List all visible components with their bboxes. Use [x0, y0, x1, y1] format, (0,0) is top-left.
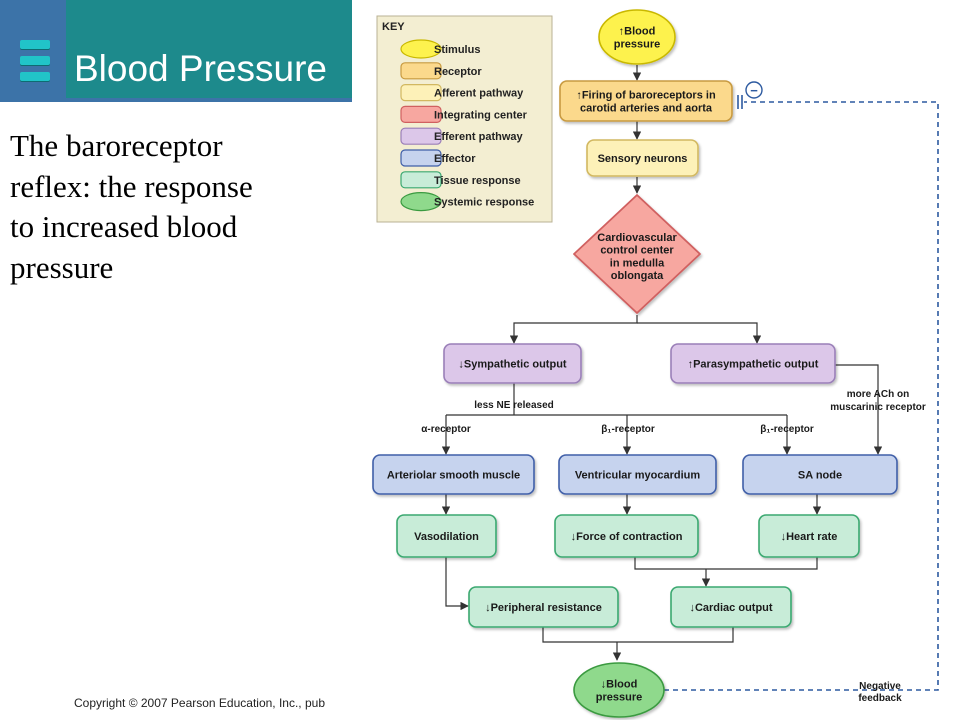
node-vasodilation-label: Vasodilation [414, 531, 479, 543]
node-receptor-label: ↑Firing of baroreceptors in [576, 90, 716, 102]
negative-feedback-label: Negative [859, 681, 901, 692]
node-receptor-label: carotid arteries and aorta [580, 102, 713, 114]
node-sympathetic: ↓Sympathetic output [443, 343, 582, 384]
title-bar-tab [0, 0, 66, 100]
node-ventricular: Ventricular myocardium [558, 454, 717, 495]
node-stimulus-label: ↑Blood [619, 26, 656, 38]
slide-title: Blood Pressure [74, 48, 327, 89]
legend-swatch [400, 127, 442, 145]
node-arteriolar-shape [372, 454, 535, 495]
negative-feedback-label: feedback [858, 693, 902, 704]
node-afferent: Sensory neurons [586, 139, 699, 177]
legend-item-label: Stimulus [434, 44, 480, 56]
node-heart_rate-shape [758, 514, 860, 558]
beta1-receptor-label: β₁-receptor [760, 424, 814, 435]
node-integrating-label: control center [600, 245, 674, 257]
node-sa_node: SA node [742, 454, 898, 495]
inhibit-symbol: − [750, 83, 758, 98]
node-peripheral: ↓Peripheral resistance [468, 586, 619, 628]
connector-arrow [634, 557, 818, 570]
legend-item-label: Systemic response [434, 197, 534, 209]
connector-arrow [509, 315, 638, 344]
node-integrating-label: Cardiovascular [597, 232, 677, 244]
legend-swatch [400, 171, 442, 189]
negative-feedback-loop [664, 101, 939, 691]
slide-description: The baroreceptor reflex: the response to… [10, 128, 253, 285]
connector-arrow [637, 322, 762, 344]
node-cardiac: ↓Cardiac output [670, 586, 792, 628]
less-ne-released-label: less NE released [474, 400, 554, 411]
node-heart_rate-label: ↓Heart rate [781, 531, 838, 543]
node-sympathetic-shape [443, 343, 582, 384]
node-force: ↓Force of contraction [554, 514, 699, 558]
node-peripheral-shape [468, 586, 619, 628]
alpha-receptor-label: α-receptor [421, 424, 471, 435]
connector-arrow [445, 557, 469, 611]
node-ventricular-shape [558, 454, 717, 495]
node-cardiac-label: ↓Cardiac output [689, 602, 772, 614]
node-force-label: ↓Force of contraction [571, 531, 683, 543]
connectors [441, 65, 939, 691]
legend-swatch [400, 39, 442, 59]
node-heart_rate: ↓Heart rate [758, 514, 860, 558]
legend-heading: KEY [382, 21, 405, 33]
more-ach-label: more ACh on [847, 389, 909, 400]
node-afferent-label: Sensory neurons [598, 153, 688, 165]
beta1-receptor-label: β₁-receptor [601, 424, 655, 435]
node-stimulus-shape [598, 9, 676, 65]
legend-item-label: Effector [434, 153, 476, 165]
legend-swatch [400, 192, 442, 212]
node-vasodilation-shape [396, 514, 497, 558]
legend-swatch [400, 83, 442, 102]
node-parasympathetic-label: ↑Parasympathetic output [688, 358, 819, 370]
node-parasympathetic-shape [670, 343, 836, 384]
connector-arrow [835, 364, 883, 455]
legend-swatch [400, 105, 442, 124]
node-sympathetic-label: ↓Sympathetic output [458, 358, 567, 370]
copyright-notice: Copyright © 2007 Pearson Education, Inc.… [74, 696, 325, 710]
node-systemic-label: ↓Blood [601, 679, 638, 691]
legend-swatch [400, 149, 442, 167]
node-sa_node-label: SA node [798, 469, 842, 481]
node-arteriolar: Arteriolar smooth muscle [372, 454, 535, 495]
node-receptor-shape [559, 80, 733, 122]
node-force-shape [554, 514, 699, 558]
node-vasodilation: Vasodilation [396, 514, 497, 558]
connector-arrow [542, 627, 734, 643]
node-parasympathetic: ↑Parasympathetic output [670, 343, 836, 384]
node-cardiac-shape [670, 586, 792, 628]
node-integrating-label: oblongata [611, 270, 664, 282]
node-sa_node-shape [742, 454, 898, 495]
title-bar-underline [0, 98, 352, 102]
legend-item-label: Integrating center [434, 109, 528, 121]
node-systemic-label: pressure [596, 691, 642, 703]
more-ach-label: muscarinic receptor [830, 402, 926, 413]
legend-item-label: Efferent pathway [434, 131, 524, 143]
node-integrating-label: in medulla [610, 257, 665, 269]
node-systemic-shape [573, 662, 665, 718]
legend-item-label: Receptor [434, 66, 482, 78]
edge-labels: less NE released α-receptor β₁-receptor β₁-… [421, 83, 926, 704]
node-integrating-shape [573, 194, 701, 314]
node-stimulus-label: pressure [614, 38, 660, 50]
inhibit-circle-icon [745, 81, 763, 99]
node-ventricular-label: Ventricular myocardium [575, 469, 701, 481]
stacked-bars-icon [20, 40, 50, 86]
node-afferent-shape [586, 139, 699, 177]
legend-item-label: Afferent pathway [434, 88, 524, 100]
legend-swatch [400, 62, 442, 80]
node-peripheral-label: ↓Peripheral resistance [485, 602, 602, 614]
node-arteriolar-label: Arteriolar smooth muscle [387, 469, 520, 481]
legend-item-label: Tissue response [434, 175, 521, 187]
